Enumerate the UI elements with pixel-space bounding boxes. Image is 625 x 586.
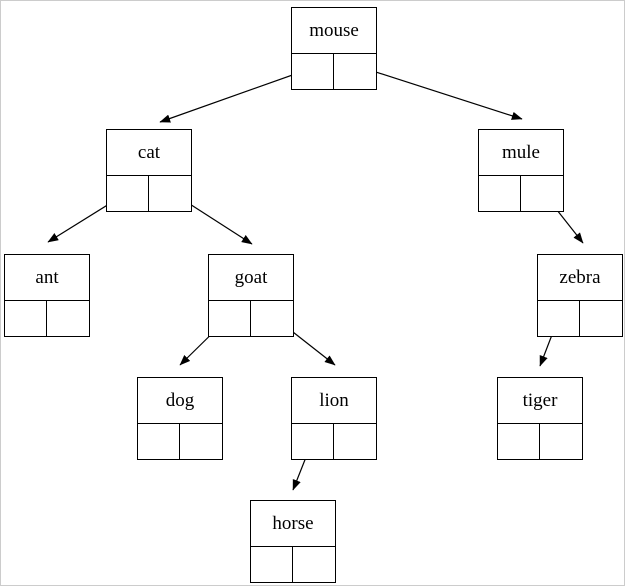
edge-mouse-right-to-mule: [353, 64, 523, 120]
node-label-mouse: mouse: [292, 8, 376, 54]
node-left-pointer-mule[interactable]: [479, 176, 521, 211]
node-pointers-tiger: [498, 424, 582, 459]
node-label-cat: cat: [107, 130, 191, 176]
node-label-tiger: tiger: [498, 378, 582, 424]
tree-node-zebra[interactable]: zebra: [537, 254, 623, 337]
node-label-horse: horse: [251, 501, 335, 547]
node-right-pointer-horse[interactable]: [293, 547, 335, 582]
node-left-pointer-goat[interactable]: [209, 301, 251, 336]
node-right-pointer-lion[interactable]: [334, 424, 376, 459]
node-label-lion: lion: [292, 378, 376, 424]
node-pointers-lion: [292, 424, 376, 459]
node-label-goat: goat: [209, 255, 293, 301]
node-pointers-ant: [5, 301, 89, 336]
node-pointers-mouse: [292, 54, 376, 89]
node-left-pointer-ant[interactable]: [5, 301, 47, 336]
node-right-pointer-cat[interactable]: [149, 176, 191, 211]
tree-node-mule[interactable]: mule: [478, 129, 564, 212]
node-label-mule: mule: [479, 130, 563, 176]
node-pointers-cat: [107, 176, 191, 211]
node-right-pointer-mule[interactable]: [521, 176, 563, 211]
tree-node-dog[interactable]: dog: [137, 377, 223, 460]
node-label-ant: ant: [5, 255, 89, 301]
node-pointers-horse: [251, 547, 335, 582]
tree-node-horse[interactable]: horse: [250, 500, 336, 583]
tree-node-tiger[interactable]: tiger: [497, 377, 583, 460]
node-right-pointer-tiger[interactable]: [540, 424, 582, 459]
node-pointers-goat: [209, 301, 293, 336]
node-left-pointer-horse[interactable]: [251, 547, 293, 582]
node-pointers-dog: [138, 424, 222, 459]
tree-node-ant[interactable]: ant: [4, 254, 90, 337]
node-right-pointer-ant[interactable]: [47, 301, 89, 336]
node-left-pointer-lion[interactable]: [292, 424, 334, 459]
tree-node-cat[interactable]: cat: [106, 129, 192, 212]
tree-node-lion[interactable]: lion: [291, 377, 377, 460]
node-left-pointer-tiger[interactable]: [498, 424, 540, 459]
node-pointers-zebra: [538, 301, 622, 336]
node-pointers-mule: [479, 176, 563, 211]
node-right-pointer-mouse[interactable]: [334, 54, 376, 89]
node-label-zebra: zebra: [538, 255, 622, 301]
node-left-pointer-mouse[interactable]: [292, 54, 334, 89]
tree-node-mouse[interactable]: mouse: [291, 7, 377, 90]
node-left-pointer-zebra[interactable]: [538, 301, 580, 336]
tree-node-goat[interactable]: goat: [208, 254, 294, 337]
node-right-pointer-goat[interactable]: [251, 301, 293, 336]
node-right-pointer-dog[interactable]: [180, 424, 222, 459]
node-left-pointer-dog[interactable]: [138, 424, 180, 459]
node-label-dog: dog: [138, 378, 222, 424]
node-right-pointer-zebra[interactable]: [580, 301, 622, 336]
node-left-pointer-cat[interactable]: [107, 176, 149, 211]
